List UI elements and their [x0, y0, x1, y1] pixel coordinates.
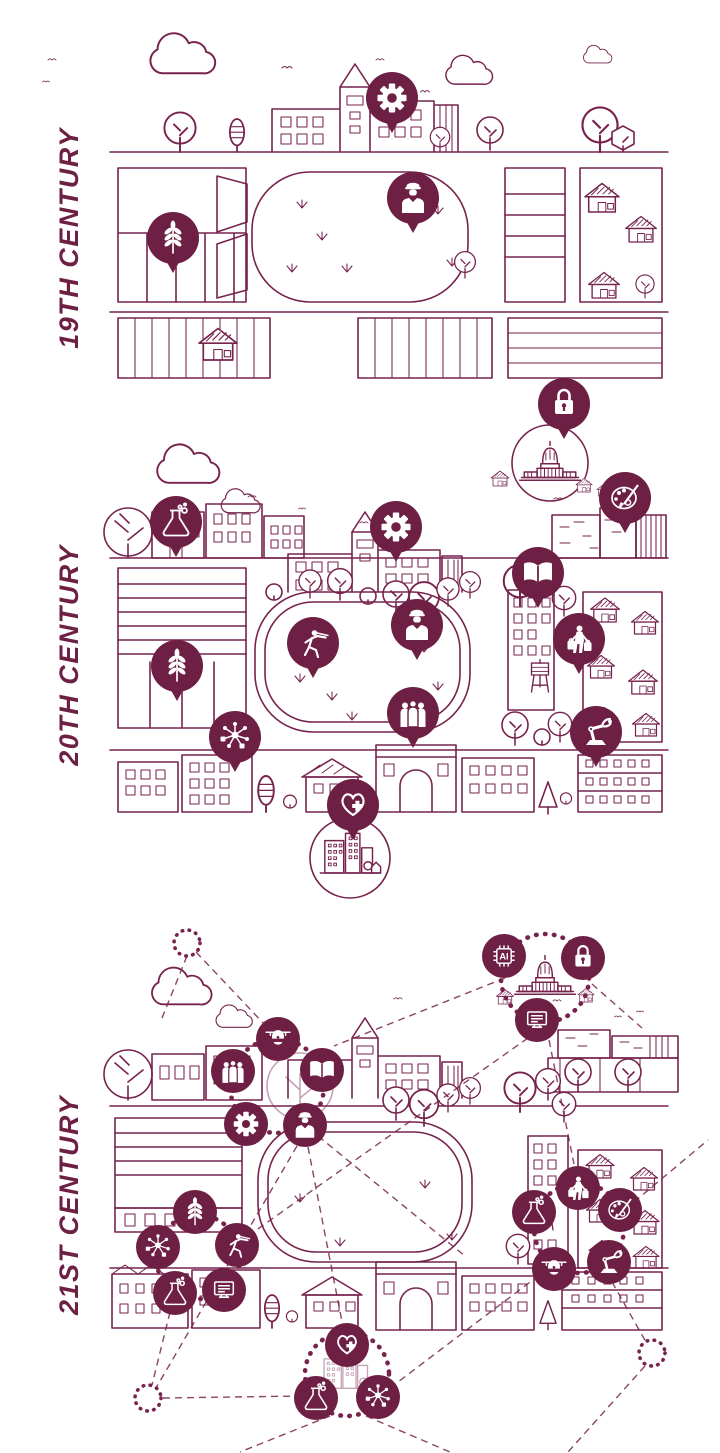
ai-chip-label: AI — [499, 951, 508, 961]
gear-badge — [366, 72, 418, 133]
flask-badge — [512, 1190, 556, 1234]
palette-badge — [598, 1188, 642, 1232]
wheat-badge — [151, 640, 203, 701]
monitor-badge — [202, 1268, 246, 1312]
heart-badge — [325, 1323, 369, 1367]
gear-icon — [381, 512, 411, 542]
robot-badge — [587, 1240, 631, 1284]
lock-badge — [561, 936, 605, 980]
people-icon — [221, 1059, 245, 1084]
people-icon — [399, 699, 427, 728]
gear-icon — [233, 1111, 259, 1137]
park-oval — [254, 591, 471, 733]
connection-line — [633, 1139, 709, 1203]
people-badge — [211, 1049, 255, 1093]
robot-badge — [570, 706, 622, 767]
athlete-badge — [215, 1223, 259, 1267]
connection-line — [195, 951, 267, 1027]
panel-20th-century-scene — [103, 424, 669, 899]
flask-badge — [153, 1271, 197, 1315]
label-21st-century: 21ST CENTURY — [54, 1093, 84, 1316]
park-oval — [257, 1121, 473, 1263]
connection-lines-layer — [151, 951, 709, 1453]
label-20th-century: 20TH CENTURY — [54, 543, 84, 767]
bottom-buildings-row — [117, 744, 663, 815]
people-badge — [387, 687, 439, 748]
network-badge — [356, 1375, 400, 1419]
drone-badge — [532, 1247, 576, 1291]
road-wedges — [216, 175, 248, 299]
field-block-right — [504, 167, 566, 303]
park-oval — [251, 171, 469, 303]
shopper-badge — [553, 613, 605, 674]
wheat-badge — [173, 1190, 217, 1234]
flask-badge — [294, 1376, 338, 1420]
shopper-badge — [556, 1166, 600, 1210]
network-badge — [209, 711, 261, 772]
connection-line — [611, 1281, 647, 1343]
connection-line — [591, 983, 643, 1029]
connection-line — [317, 1135, 466, 1257]
empty-network-node — [172, 928, 202, 958]
connection-line — [365, 1415, 451, 1453]
badges-layer: AI — [136, 72, 651, 1420]
connection-line — [151, 1311, 171, 1386]
connection-line — [333, 977, 506, 1047]
gear-icon — [377, 83, 407, 113]
book-badge — [512, 547, 564, 608]
palette-badge — [599, 472, 651, 533]
heart-badge — [327, 779, 379, 840]
athlete-badge — [287, 617, 339, 678]
connection-line — [239, 1415, 331, 1453]
buildings-row-left — [103, 503, 305, 559]
houses-block-right — [582, 591, 663, 743]
connection-line — [307, 1146, 345, 1333]
empty-network-node — [133, 1383, 163, 1413]
network-badge — [136, 1225, 180, 1269]
book-badge — [300, 1048, 344, 1092]
empty-network-node — [637, 1338, 667, 1368]
panel-19th-century-scene — [42, 32, 669, 379]
cadet-badge — [387, 172, 439, 233]
cadet-badge — [391, 599, 443, 660]
field-rows-bottom — [117, 317, 663, 379]
connection-line — [548, 1039, 575, 1165]
connection-line — [155, 1145, 298, 1389]
lock-badge — [538, 378, 590, 439]
wheat-badge — [147, 212, 199, 273]
gear-badge — [224, 1102, 268, 1146]
tall-buildings-right — [501, 589, 573, 746]
drone-badge — [256, 1017, 300, 1061]
monitor-badge — [515, 998, 559, 1042]
connection-line — [162, 1395, 304, 1399]
field-block-left — [117, 567, 247, 729]
gear-badge — [370, 501, 422, 562]
cadet-badge — [283, 1103, 327, 1147]
flask-badge — [150, 496, 202, 557]
connection-line — [389, 1275, 539, 1389]
houses-block-right — [579, 167, 663, 303]
ai-badge: AI — [482, 934, 526, 978]
modern-buildings-right — [547, 1029, 679, 1093]
connection-line — [567, 1365, 646, 1453]
label-19th-century: 19TH CENTURY — [54, 126, 84, 349]
connection-line — [244, 1037, 529, 1239]
